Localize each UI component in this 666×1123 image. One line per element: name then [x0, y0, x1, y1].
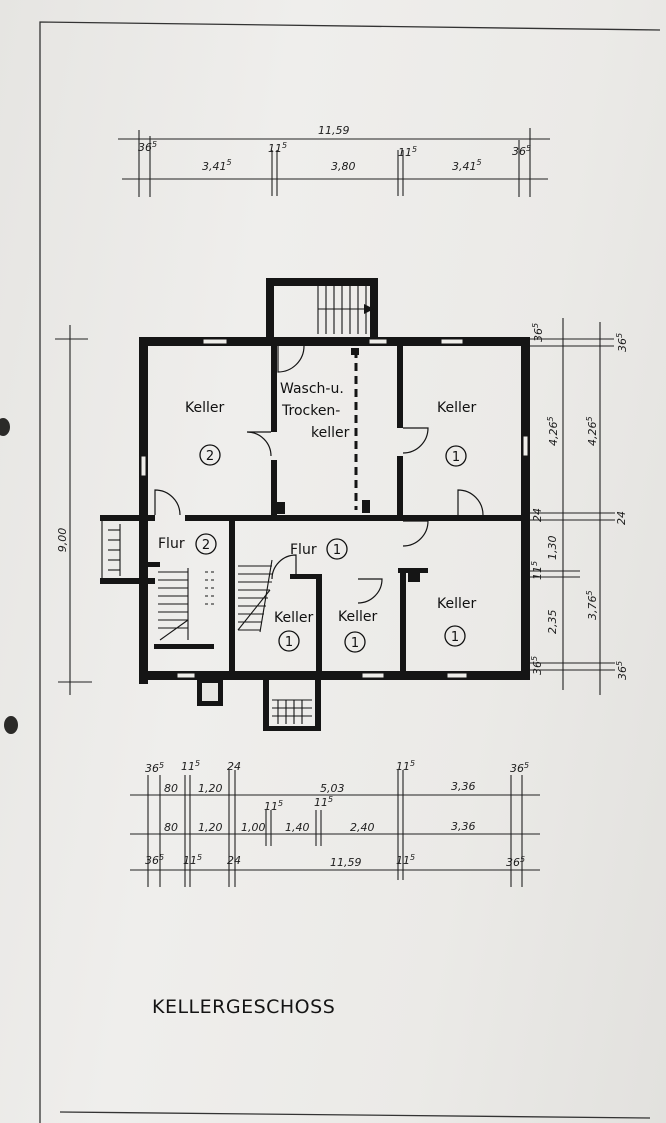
svg-text:1: 1: [452, 450, 460, 465]
room-keller-small-1: Keller: [274, 610, 313, 626]
svg-text:3,80: 3,80: [331, 160, 356, 173]
right-dimension-lines: [530, 318, 615, 695]
room-flur-left: Flur: [158, 536, 185, 552]
svg-text:2,35: 2,35: [546, 610, 559, 635]
stair-middle: [237, 559, 273, 633]
svg-text:365: 365: [512, 144, 531, 158]
svg-text:24: 24: [227, 854, 241, 867]
svg-text:11,59: 11,59: [330, 856, 362, 869]
svg-text:365: 365: [615, 333, 629, 352]
bottom-dimension-lines: [130, 770, 540, 887]
stair-arrow: [364, 304, 374, 314]
svg-text:365: 365: [615, 661, 629, 680]
svg-text:365: 365: [510, 761, 529, 775]
bottom-dimension-texts: 365 115 24 80 1,20 5,03 115 3,36 365 80 …: [145, 759, 529, 869]
left-total: 9,00: [56, 528, 69, 553]
svg-text:365: 365: [506, 855, 525, 869]
svg-text:1,00: 1,00: [241, 821, 266, 834]
svg-text:115: 115: [396, 853, 415, 867]
svg-text:1: 1: [285, 635, 293, 650]
punch-hole-bottom: [4, 716, 18, 734]
svg-text:3,36: 3,36: [451, 780, 476, 793]
column-marks: [277, 348, 420, 582]
svg-text:115: 115: [396, 759, 415, 773]
room-flur-middle: Flur: [290, 542, 317, 558]
svg-text:2: 2: [206, 449, 214, 464]
svg-text:1: 1: [333, 543, 341, 558]
stair-exterior-bottom: [272, 699, 312, 724]
svg-text:115: 115: [181, 759, 200, 773]
svg-text:4,265: 4,265: [585, 416, 599, 446]
svg-text:80: 80: [164, 782, 178, 795]
room-wasch-line2: Trocken-: [281, 403, 340, 419]
svg-text:115: 115: [264, 799, 283, 813]
punch-hole-top: [0, 418, 10, 436]
svg-text:1: 1: [451, 630, 459, 645]
svg-text:1: 1: [351, 636, 359, 651]
svg-text:365: 365: [530, 656, 544, 675]
svg-text:1,20: 1,20: [198, 821, 223, 834]
right-dimension-texts: 365 365 4,265 4,265 24 24 1,30 115 2,35 …: [530, 323, 629, 680]
left-dimension-lines: [55, 325, 92, 695]
top-dimension-texts: 11,59 365 3,415 115 3,80 115 3,415 365: [138, 124, 531, 173]
drawing-title: KELLERGESCHOSS: [152, 996, 335, 1018]
room-wasch-line1: Wasch-u.: [280, 381, 344, 397]
svg-text:5,03: 5,03: [320, 782, 345, 795]
room-keller-top-left: Keller: [185, 400, 224, 416]
sheet-frame: [39, 21, 661, 1123]
door-swings: [154, 345, 484, 604]
svg-text:24: 24: [615, 511, 628, 525]
svg-text:115: 115: [314, 795, 333, 809]
svg-text:115: 115: [530, 561, 544, 580]
svg-text:115: 115: [183, 853, 202, 867]
svg-text:115: 115: [268, 141, 287, 155]
top-dimension-lines: [118, 128, 550, 197]
room-labels: Keller 2 Wasch-u. Trocken- keller Keller…: [158, 381, 476, 653]
svg-text:115: 115: [398, 145, 417, 159]
room-keller-small-2: Keller: [338, 609, 377, 625]
svg-text:1,40: 1,40: [285, 821, 310, 834]
room-keller-bottom-right: Keller: [437, 596, 476, 612]
svg-text:2,40: 2,40: [350, 821, 375, 834]
svg-text:1,30: 1,30: [546, 536, 559, 561]
svg-text:3,415: 3,415: [452, 158, 482, 173]
svg-text:3,765: 3,765: [585, 590, 599, 620]
svg-text:24: 24: [531, 508, 544, 522]
stair-exterior-left: [101, 521, 121, 578]
svg-text:365: 365: [145, 853, 164, 867]
floor-plan: Keller 2 Wasch-u. Trocken- keller Keller…: [100, 278, 530, 731]
svg-text:365: 365: [138, 140, 157, 154]
svg-text:4,265: 4,265: [546, 416, 560, 446]
svg-text:80: 80: [164, 821, 178, 834]
outer-walls: [139, 278, 530, 684]
svg-text:2: 2: [202, 538, 210, 553]
svg-text:24: 24: [227, 760, 241, 773]
room-keller-top-right: Keller: [437, 400, 476, 416]
windows: [140, 338, 529, 679]
svg-text:365: 365: [145, 761, 164, 775]
svg-text:3,36: 3,36: [451, 820, 476, 833]
svg-text:3,415: 3,415: [202, 158, 232, 173]
stair-left: [158, 568, 215, 641]
svg-text:365: 365: [531, 323, 545, 342]
stair-top: [317, 286, 372, 334]
room-wasch-line3: keller: [311, 425, 350, 441]
svg-text:1,20: 1,20: [198, 782, 223, 795]
top-total: 11,59: [318, 124, 350, 137]
